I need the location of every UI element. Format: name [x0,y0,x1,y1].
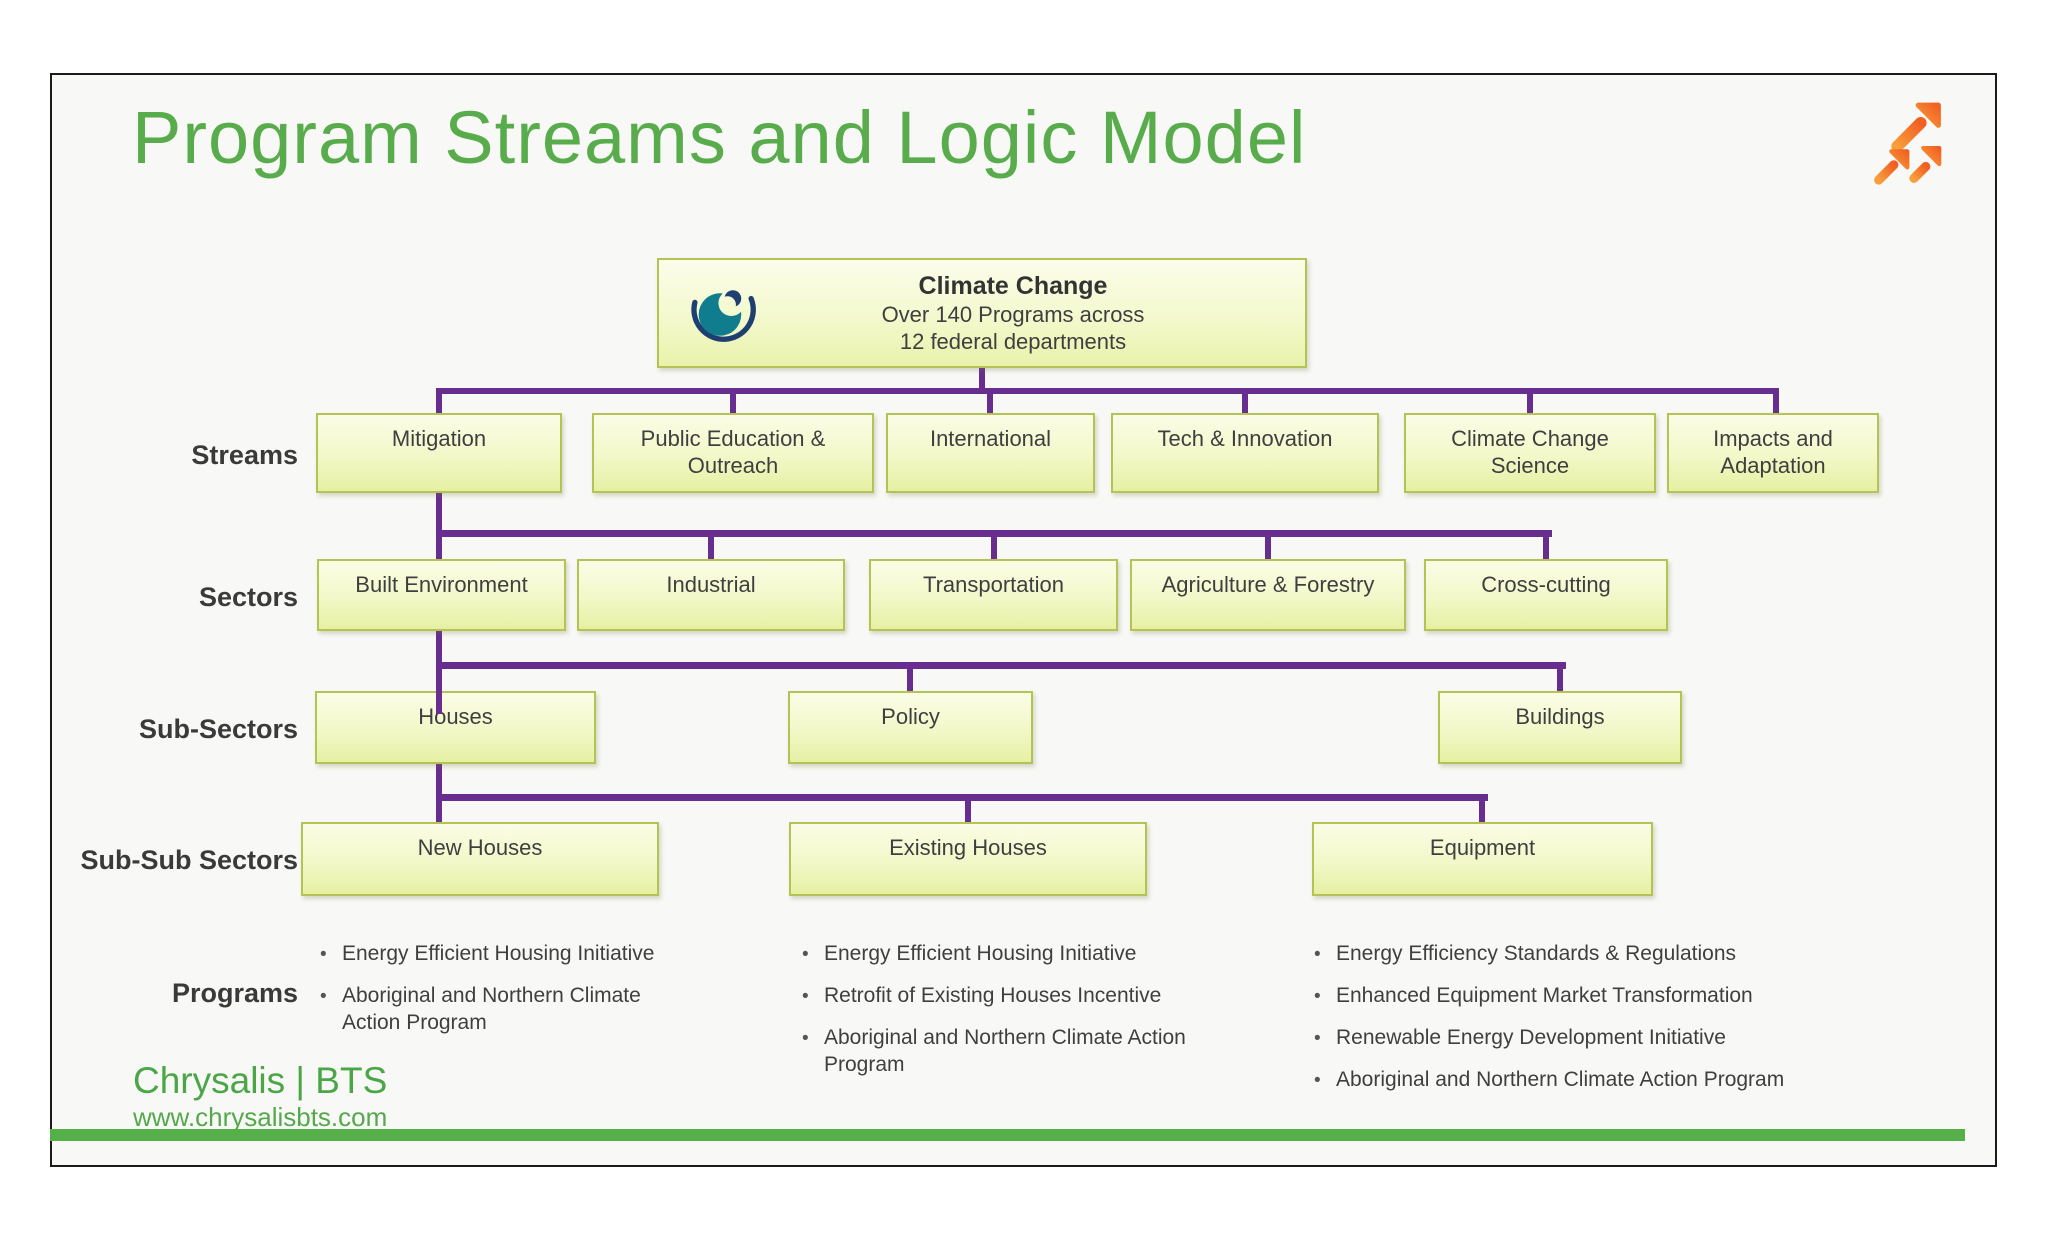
program-item: Energy Efficient Housing Initiative [320,940,692,968]
bullet-icon [320,940,342,968]
program-item: Energy Efficient Housing Initiative [802,940,1234,968]
connector [907,662,913,693]
connector [1242,388,1248,415]
connector [979,366,985,390]
row-label-streams: Streams [191,440,298,470]
connector [436,794,1488,801]
connector [987,388,993,415]
box-agriculture-forestry: Agriculture & Forestry [1130,559,1406,631]
box-transportation: Transportation [869,559,1118,631]
footer-brand: Chrysalis | BTS [133,1060,388,1101]
program-item: Energy Efficiency Standards & Regulation… [1314,940,1846,968]
box-equipment: Equipment [1312,822,1653,896]
bullet-icon [802,982,824,1010]
bullet-icon [1314,1066,1336,1094]
connector [1479,794,1485,824]
connector [436,388,1779,394]
program-item: Aboriginal and Northern Climate Action P… [320,982,692,1036]
row-label-programs: Programs [171,978,298,1008]
connector [730,388,736,415]
box-existing-houses: Existing Houses [789,822,1147,896]
footer-accent-bar [50,1129,1965,1141]
program-item: Aboriginal and Northern Climate Action P… [802,1024,1234,1078]
box-tech-innovation: Tech & Innovation [1111,413,1379,493]
root-box-line2: 12 federal departments [899,329,1127,354]
box-built-environment: Built Environment [317,559,566,631]
programs-list-existing-houses: Energy Efficient Housing Initiative Retr… [802,940,1234,1092]
box-buildings: Buildings [1438,691,1682,764]
program-item: Retrofit of Existing Houses Incentive [802,982,1234,1010]
box-climate-change-science: Climate Change Science [1404,413,1656,493]
box-public-education-outreach: Public Education & Outreach [592,413,874,493]
connector [1527,388,1533,415]
connector [436,388,442,415]
bullet-icon [320,982,342,1036]
box-policy: Policy [788,691,1033,764]
organization-logo-icon [691,290,756,342]
program-item: Aboriginal and Northern Climate Action P… [1314,1066,1846,1094]
box-houses: Houses [315,691,596,764]
bullet-icon [802,1024,824,1078]
program-item: Renewable Energy Development Initiative [1314,1024,1846,1052]
root-box-text: Climate Change Over 140 Programs across … [761,271,1305,355]
slide: Program Streams and Logic Model Clima [50,73,1997,1167]
connector [436,662,1566,669]
connector [1557,662,1563,693]
box-mitigation: Mitigation [316,413,562,493]
growth-arrows-icon [1874,102,1942,185]
bullet-icon [1314,1024,1336,1052]
programs-list-equipment: Energy Efficiency Standards & Regulation… [1314,940,1846,1108]
connector [1773,388,1779,415]
box-new-houses: New Houses [301,822,659,896]
connector [1543,530,1549,561]
connector [436,691,442,714]
connector [436,493,442,561]
connector [991,530,997,561]
connector [1265,530,1271,561]
box-international: International [886,413,1095,493]
box-cross-cutting: Cross-cutting [1424,559,1668,631]
row-label-sectors: Sectors [198,582,298,612]
root-box-line1: Over 140 Programs across [881,302,1145,327]
page-title: Program Streams and Logic Model [132,96,1307,179]
connector [708,530,714,561]
bullet-icon [1314,940,1336,968]
row-label-sub-sub-sectors: Sub-Sub Sectors [80,845,298,875]
connector [965,794,971,824]
bullet-icon [1314,982,1336,1010]
box-impacts-adaptation: Impacts and Adaptation [1667,413,1879,493]
footer-website: www.chrysalisbts.com [133,1102,388,1132]
root-box-climate-change: Climate Change Over 140 Programs across … [657,258,1307,368]
box-industrial: Industrial [577,559,845,631]
programs-list-new-houses: Energy Efficient Housing Initiative Abor… [320,940,692,1050]
bullet-icon [802,940,824,968]
row-label-sub-sectors: Sub-Sectors [138,714,298,744]
root-box-heading: Climate Change [918,272,1108,300]
program-item: Enhanced Equipment Market Transformation [1314,982,1846,1010]
